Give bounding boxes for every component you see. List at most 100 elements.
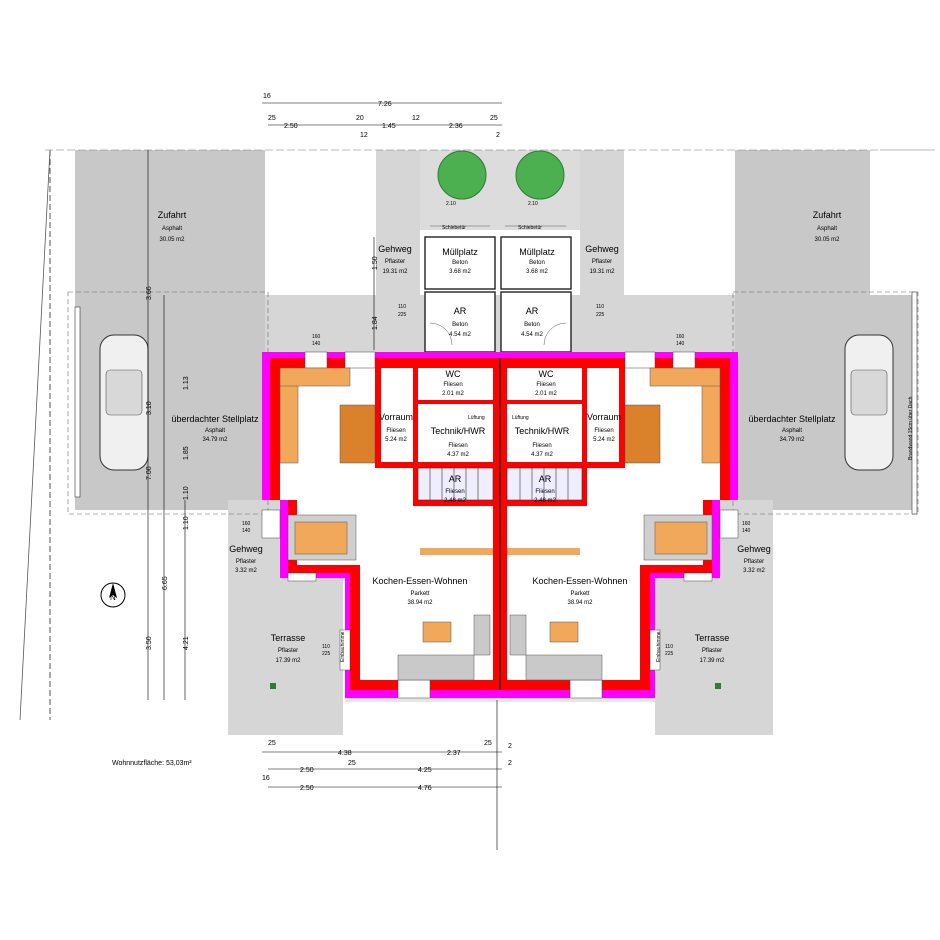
svg-text:Technik/HWR: Technik/HWR xyxy=(431,426,486,436)
svg-text:Pflaster: Pflaster xyxy=(592,259,612,265)
svg-text:25: 25 xyxy=(268,740,276,747)
svg-text:16: 16 xyxy=(263,93,271,100)
svg-text:1.13: 1.13 xyxy=(183,376,190,390)
svg-text:Vorraum: Vorraum xyxy=(379,412,413,422)
cars xyxy=(99,334,894,471)
svg-text:Fliesen: Fliesen xyxy=(386,428,405,434)
svg-text:2: 2 xyxy=(508,743,512,750)
compass-north-icon: N xyxy=(100,582,126,608)
sofa-right xyxy=(509,614,603,681)
svg-text:1.84: 1.84 xyxy=(372,316,379,330)
svg-text:Fliesen: Fliesen xyxy=(532,443,551,449)
svg-text:25: 25 xyxy=(348,760,356,767)
svg-text:2.50: 2.50 xyxy=(300,785,314,792)
svg-text:160: 160 xyxy=(242,521,251,527)
svg-text:1.10: 1.10 xyxy=(183,486,190,500)
svg-text:Einbauhimme: Einbauhimme xyxy=(656,631,662,662)
svg-text:Asphalt: Asphalt xyxy=(817,226,837,232)
svg-text:225: 225 xyxy=(665,651,674,657)
building-shell xyxy=(261,351,739,699)
svg-text:Parkett: Parkett xyxy=(570,591,589,597)
svg-text:3.68 m2: 3.68 m2 xyxy=(526,269,548,275)
svg-text:3.32 m2: 3.32 m2 xyxy=(235,568,257,574)
svg-text:2: 2 xyxy=(508,760,512,767)
firewall-right xyxy=(911,291,918,515)
svg-text:16: 16 xyxy=(262,775,270,782)
svg-text:Gehweg: Gehweg xyxy=(229,544,263,554)
svg-text:2.10: 2.10 xyxy=(528,201,538,207)
site-ground xyxy=(19,149,935,735)
svg-text:110: 110 xyxy=(665,644,673,650)
svg-text:17.39 m2: 17.39 m2 xyxy=(699,658,725,664)
svg-text:WC: WC xyxy=(446,369,461,379)
svg-text:4.54 m2: 4.54 m2 xyxy=(449,332,471,338)
notes: Wohnnutzfläche: 53,03m² Brandwand 15cm ü… xyxy=(112,225,914,767)
svg-text:Parkett: Parkett xyxy=(410,591,429,597)
svg-text:3.50: 3.50 xyxy=(146,636,153,650)
paving-top-right xyxy=(580,150,624,295)
svg-text:160: 160 xyxy=(312,334,321,340)
svg-text:Gehweg: Gehweg xyxy=(585,244,619,254)
room-name: Zufahrt xyxy=(813,210,842,220)
paving-strip xyxy=(265,295,735,355)
driveway-right xyxy=(735,150,870,295)
svg-text:140: 140 xyxy=(676,341,685,347)
svg-text:AR: AR xyxy=(449,474,462,484)
svg-text:Pflaster: Pflaster xyxy=(702,648,722,654)
svg-text:4.38: 4.38 xyxy=(338,750,352,757)
svg-text:Beton: Beton xyxy=(452,322,468,328)
svg-text:1.85: 1.85 xyxy=(183,446,190,460)
svg-text:12: 12 xyxy=(412,115,420,122)
svg-text:5.24 m2: 5.24 m2 xyxy=(385,437,407,443)
svg-text:12: 12 xyxy=(360,132,368,139)
svg-text:1.10: 1.10 xyxy=(183,516,190,530)
svg-text:Fliesen: Fliesen xyxy=(445,489,464,495)
svg-text:Gehweg: Gehweg xyxy=(378,244,412,254)
dimension-texts: 16 7.26 25 2.50 20 1.45 12 2.36 25 12 2 … xyxy=(146,93,751,792)
svg-text:Fliesen: Fliesen xyxy=(448,443,467,449)
svg-text:140: 140 xyxy=(312,341,321,347)
svg-text:25: 25 xyxy=(484,740,492,747)
svg-text:Beton: Beton xyxy=(452,260,468,266)
svg-text:Pflaster: Pflaster xyxy=(744,559,764,565)
svg-text:34.79 m2: 34.79 m2 xyxy=(202,437,228,443)
svg-text:Pflaster: Pflaster xyxy=(385,259,405,265)
living-area-note: Wohnnutzfläche: 53,03m² xyxy=(112,760,192,767)
dimension-lines xyxy=(147,102,502,850)
svg-text:7.00: 7.00 xyxy=(146,466,153,480)
svg-text:2.10: 2.10 xyxy=(446,201,456,207)
svg-text:Müllplatz: Müllplatz xyxy=(442,247,478,257)
walkway-top-right xyxy=(625,150,735,295)
svg-text:2.50: 2.50 xyxy=(284,123,298,130)
svg-text:2.01 m2: 2.01 m2 xyxy=(535,391,557,397)
svg-text:Vorraum: Vorraum xyxy=(587,412,621,422)
svg-text:Asphalt: Asphalt xyxy=(782,428,802,434)
svg-text:2: 2 xyxy=(496,132,500,139)
furniture xyxy=(279,367,721,681)
svg-text:überdachter Stellplatz: überdachter Stellplatz xyxy=(748,414,836,424)
svg-text:140: 140 xyxy=(242,528,251,534)
svg-text:AR: AR xyxy=(539,474,552,484)
svg-text:Fliesen: Fliesen xyxy=(535,489,554,495)
room-labels: Zufahrt Asphalt 30.05 m2 Zufahrt Asphalt… xyxy=(158,210,842,664)
svg-text:Schiebetür: Schiebetür xyxy=(518,225,542,231)
svg-text:2.37: 2.37 xyxy=(447,750,461,757)
svg-text:Beton: Beton xyxy=(529,260,545,266)
svg-text:AR: AR xyxy=(526,306,539,316)
paving-top-left xyxy=(376,150,420,295)
svg-text:19.31 m2: 19.31 m2 xyxy=(589,269,615,275)
svg-text:AR: AR xyxy=(454,306,467,316)
svg-text:Schiebetür: Schiebetür xyxy=(442,225,466,231)
svg-text:4.25: 4.25 xyxy=(418,767,432,774)
wardrobe-right xyxy=(624,404,661,464)
svg-text:2.48 m2: 2.48 m2 xyxy=(534,498,556,504)
svg-text:4.21: 4.21 xyxy=(183,636,190,650)
svg-text:19.31 m2: 19.31 m2 xyxy=(382,269,408,275)
firewall-note: Brandwand 15cm über Dach xyxy=(908,396,914,460)
svg-text:Asphalt: Asphalt xyxy=(205,428,225,434)
svg-text:4.37 m2: 4.37 m2 xyxy=(447,452,469,458)
svg-text:Lüftung: Lüftung xyxy=(468,415,485,421)
svg-text:überdachter Stellplatz: überdachter Stellplatz xyxy=(171,414,259,424)
svg-text:Einbauhimme: Einbauhimme xyxy=(340,631,346,662)
svg-text:N: N xyxy=(110,593,116,602)
